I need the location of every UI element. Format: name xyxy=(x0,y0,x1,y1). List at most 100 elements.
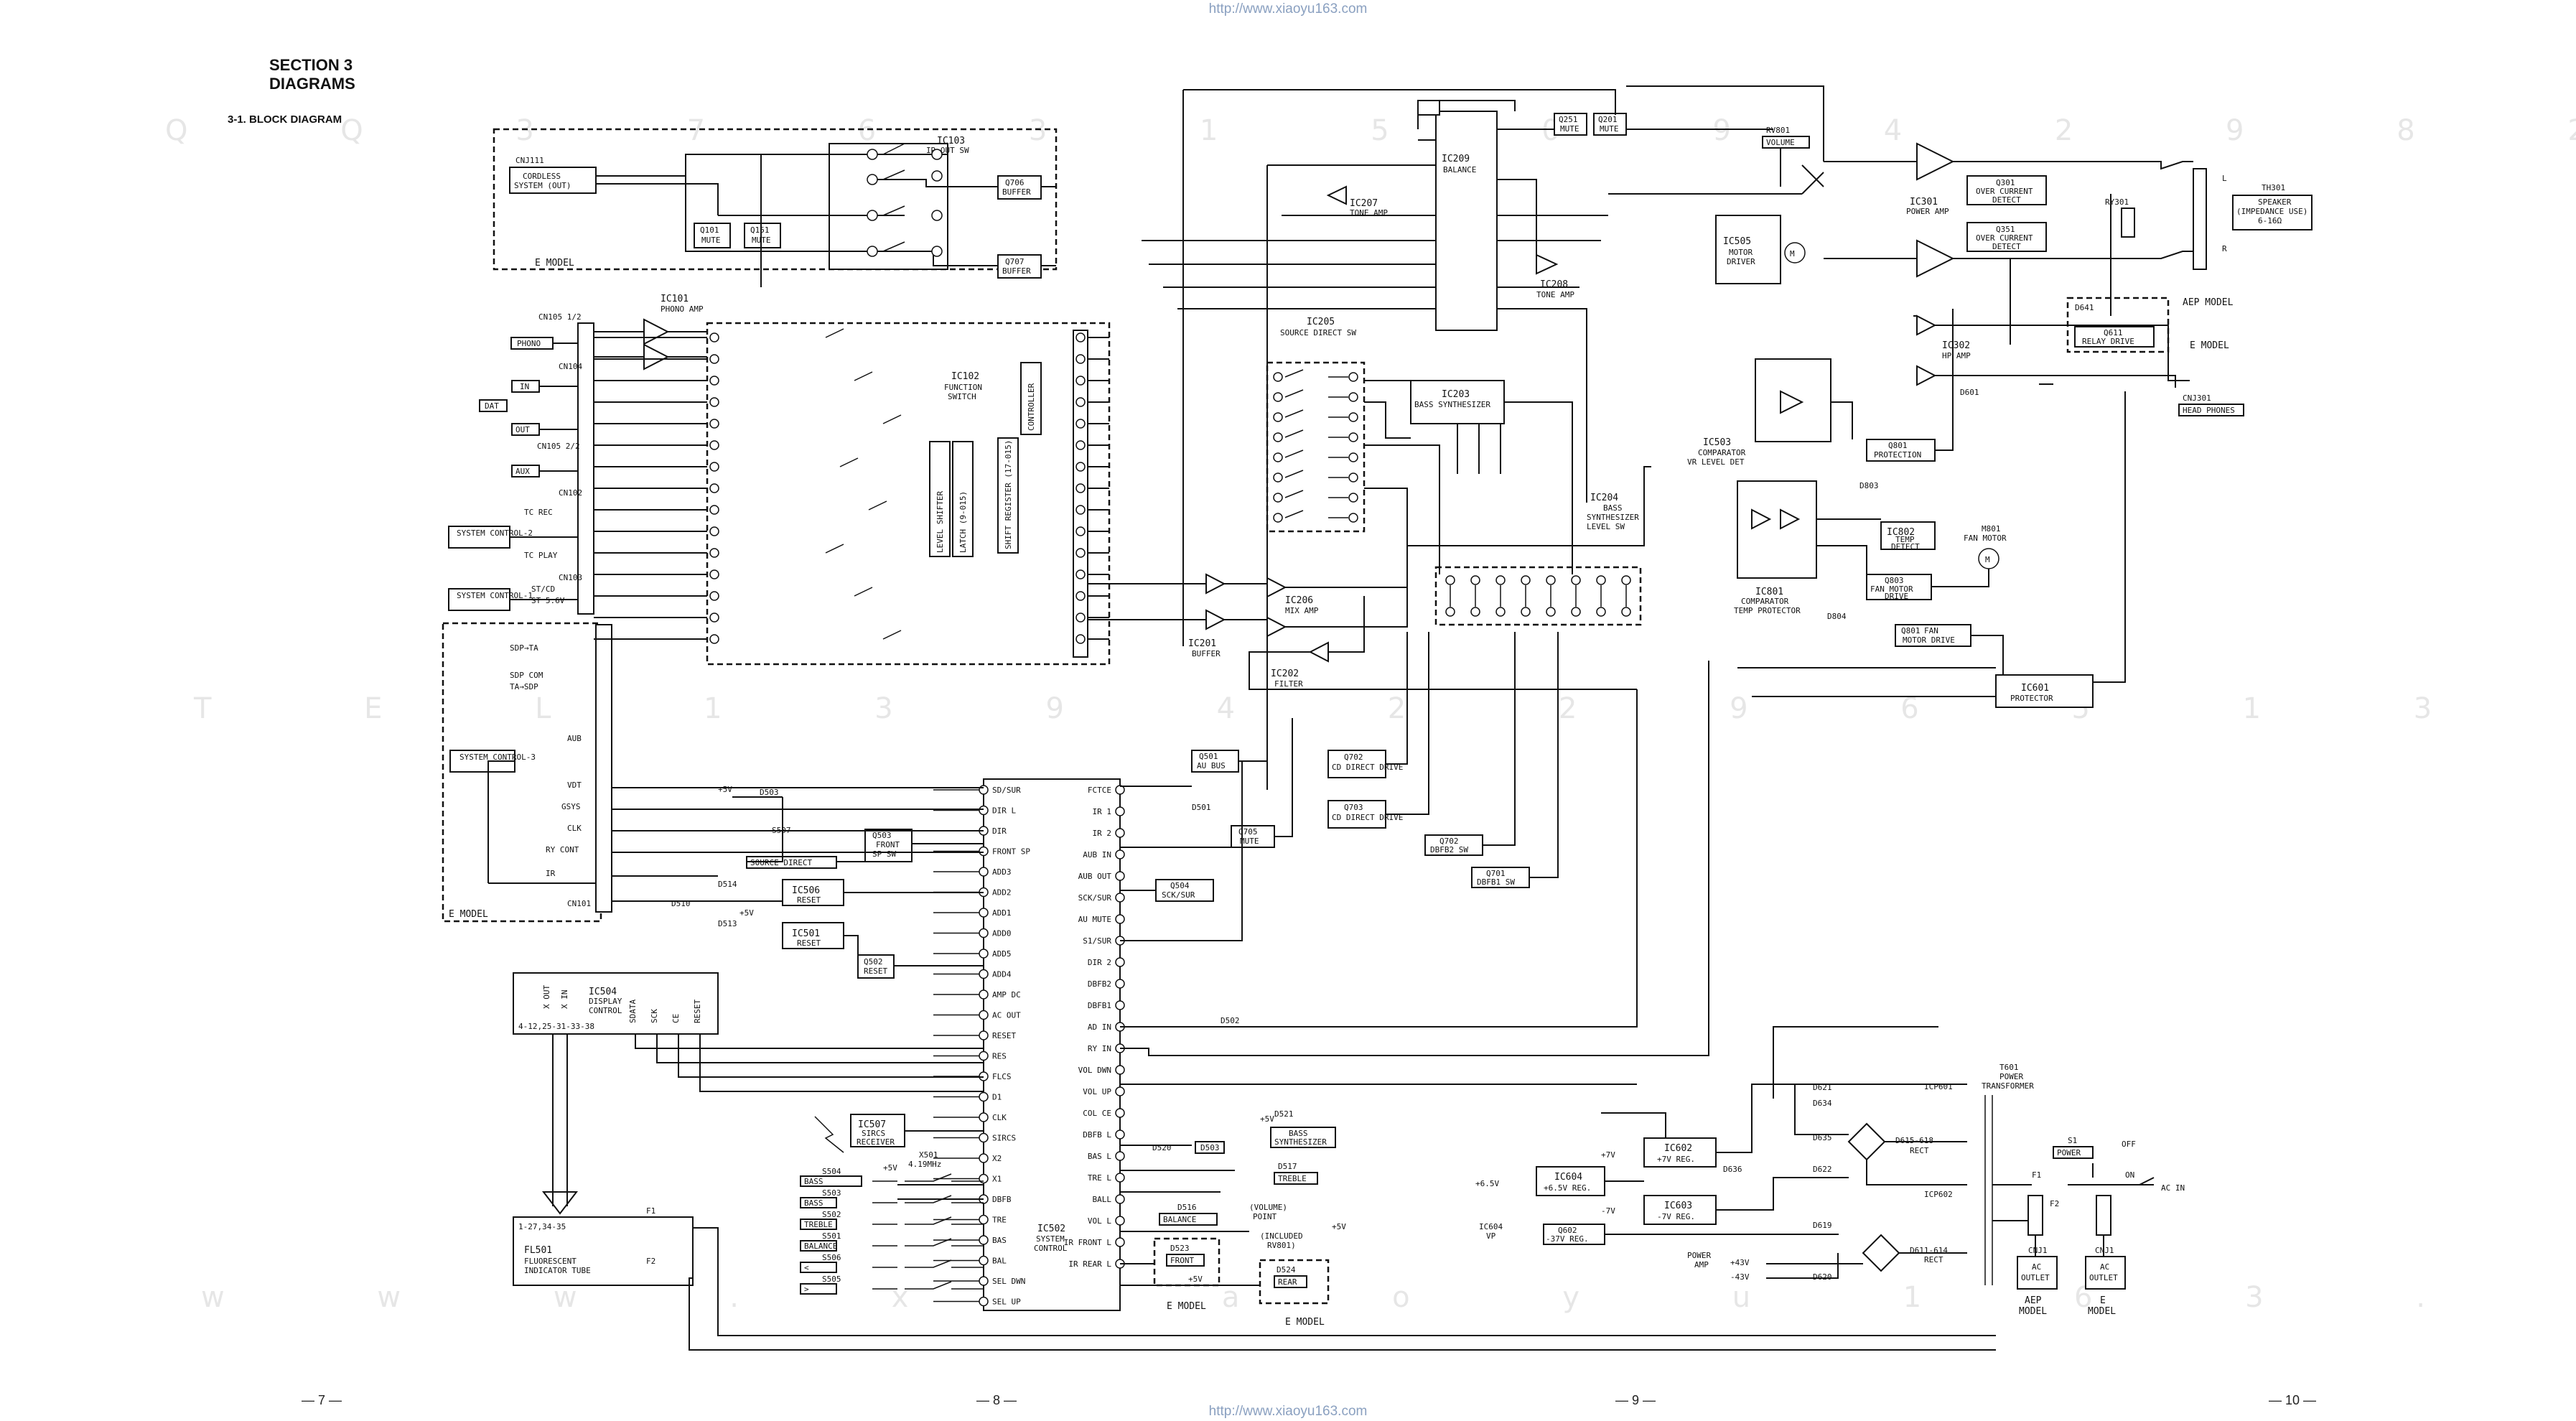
ic205-switch xyxy=(1284,510,1348,518)
cnj1-e-desc2: OUTLET xyxy=(2089,1273,2118,1282)
th301-desc2: (IMPEDANCE USE) xyxy=(2236,207,2307,216)
power-amp-section: RV801 VOLUME IC505 MOTOR DRIVER M IC301 … xyxy=(1626,85,2313,416)
ic502-left-pin xyxy=(979,805,989,816)
section-heading: 3-1. BLOCK DIAGRAM xyxy=(228,113,342,126)
ic601-label: IC601 xyxy=(2021,683,2049,694)
s1-desc: POWER xyxy=(2057,1148,2081,1157)
key-switches: S504BASSS503BASSS502TREBLES501BALANCES50… xyxy=(800,1167,984,1295)
ic205-switch xyxy=(1284,369,1348,378)
tc-rec-label: TC REC xyxy=(524,508,553,517)
q351-label: Q351 xyxy=(1996,225,2015,234)
ic503-desc1: COMPARATOR xyxy=(1698,448,1746,457)
ic502-left-pin-label: FLCS xyxy=(992,1072,1012,1081)
ic502-left-pin xyxy=(979,949,989,959)
ic302-desc: HP AMP xyxy=(1942,351,1971,360)
fl501-desc2: INDICATOR TUBE xyxy=(524,1266,591,1275)
ic102-label: IC102 xyxy=(951,371,979,382)
ic204-desc3: LEVEL SW xyxy=(1587,522,1625,531)
q706-label: Q706 xyxy=(1005,178,1025,187)
st-5v-label: ST 5.6V xyxy=(531,596,565,605)
x501-label: X501 xyxy=(919,1150,938,1160)
cn101-label: CN101 xyxy=(567,899,591,908)
ic205-desc: SOURCE DIRECT SW xyxy=(1280,328,1356,337)
ic502-left-pin xyxy=(979,785,989,795)
ic204-pin-top xyxy=(1571,575,1581,585)
site-url-bottom: http://www.xiaoyu163.com xyxy=(1208,1404,1368,1419)
ic502-left-pin-label: CLK xyxy=(992,1113,1007,1122)
ic102-pin-right xyxy=(1075,505,1086,515)
ic502-right-pin xyxy=(1115,828,1125,838)
ic201-label: IC201 xyxy=(1188,638,1216,649)
ic604-desc: +6.5V REG. xyxy=(1544,1183,1591,1193)
plus5v-label-3: +5V xyxy=(883,1163,897,1173)
plus5v-label-1: +5V xyxy=(718,785,732,794)
ic205-pin-left xyxy=(1273,432,1283,442)
q503-desc1: FRONT xyxy=(876,840,900,849)
q201-label: Q201 xyxy=(1598,115,1618,124)
plus5v-label-5: +5V xyxy=(1332,1222,1346,1231)
q503-label: Q503 xyxy=(872,831,892,840)
ic504-pin-sdata: SDATA xyxy=(628,1000,638,1023)
sdp-com-label: SDP COM xyxy=(510,671,543,680)
ic502-right-pin-label: IR 2 xyxy=(1093,829,1112,838)
key-switch-desc: < xyxy=(804,1263,809,1272)
ic102-pin-right xyxy=(1075,591,1086,601)
ic502-left-pin-label: AMP DC xyxy=(992,990,1021,1000)
q301-desc2: DETECT xyxy=(1992,195,2021,205)
ic204-pin-bottom xyxy=(1470,607,1480,617)
ic204-pins xyxy=(1445,575,1631,617)
mix-amp-section: IC201 BUFFER IC206 MIX AMP IC202 FILTER xyxy=(1088,546,1637,690)
d516-label: D516 xyxy=(1177,1203,1197,1212)
ic205-switch xyxy=(1284,409,1348,418)
q502-desc: RESET xyxy=(864,966,887,976)
ic502-left-pin xyxy=(979,1296,989,1307)
q504-label: Q504 xyxy=(1170,881,1190,890)
f1-display-label: F1 xyxy=(646,1206,655,1216)
ic502-right-pin xyxy=(1115,871,1125,881)
ic502-left-pin-label: DIR L xyxy=(992,806,1016,816)
q501-desc: AU BUS xyxy=(1197,761,1226,770)
ic502-right-pin-label: VOL UP xyxy=(1083,1087,1111,1096)
ic502-right-pin-label: COL CE xyxy=(1083,1109,1111,1118)
vdt-label: VDT xyxy=(567,781,582,790)
d521-label: D521 xyxy=(1274,1109,1294,1119)
latch-label: LATCH (9-015) xyxy=(958,491,968,553)
ic204-desc1: BASS xyxy=(1603,503,1623,513)
key-switch-box xyxy=(800,1219,837,1230)
level-shifter-label: LEVEL SHIFTER xyxy=(935,491,945,553)
ic502-left-pin xyxy=(979,969,989,979)
key-switch-box xyxy=(800,1283,837,1295)
ic801-desc2: TEMP PROTECTOR xyxy=(1734,606,1801,615)
ic205-pins xyxy=(1273,369,1358,523)
d501-label: D501 xyxy=(1192,803,1211,812)
ic502-left-pin xyxy=(979,1050,989,1061)
section-subtitle: DIAGRAMS xyxy=(269,75,355,93)
sdp-ta-label: SDP→TA xyxy=(510,643,538,653)
ic102-pin-left xyxy=(709,591,719,601)
ic502-label: IC502 xyxy=(1037,1224,1065,1234)
ic204-pin-top xyxy=(1445,575,1455,585)
ic205-pin-left xyxy=(1273,472,1283,483)
ic502-left-pin-label: DIR xyxy=(992,826,1007,836)
q502-label: Q502 xyxy=(864,957,883,966)
ic801-desc1: COMPARATOR xyxy=(1741,597,1789,606)
ic801-label: IC801 xyxy=(1755,587,1783,597)
ic502-left-pin xyxy=(979,908,989,918)
cn105-b-label: CN105 2/2 xyxy=(537,442,580,451)
d502-label: D502 xyxy=(1221,1016,1240,1025)
ic502-left-pin-label: TRE xyxy=(992,1216,1007,1225)
ic503-desc2: VR LEVEL DET xyxy=(1687,457,1745,467)
ic502-left-pin-label: ADD4 xyxy=(992,970,1012,979)
shift-register-label: SHIFT REGISTER (17-015) xyxy=(1004,440,1013,549)
d601-label: D601 xyxy=(1960,388,1979,397)
d622-label: D622 xyxy=(1813,1165,1832,1174)
q301-desc1: OVER CURRENT xyxy=(1976,187,2033,196)
q101-label: Q101 xyxy=(700,225,719,235)
ic102-switch xyxy=(882,630,902,640)
ic501-desc: RESET xyxy=(797,938,821,948)
ic205-pin-left xyxy=(1273,452,1283,462)
key-switch-desc: TREBLE xyxy=(804,1220,833,1229)
f2-display-label: F2 xyxy=(646,1257,655,1266)
ic102-pin-right xyxy=(1075,526,1086,536)
